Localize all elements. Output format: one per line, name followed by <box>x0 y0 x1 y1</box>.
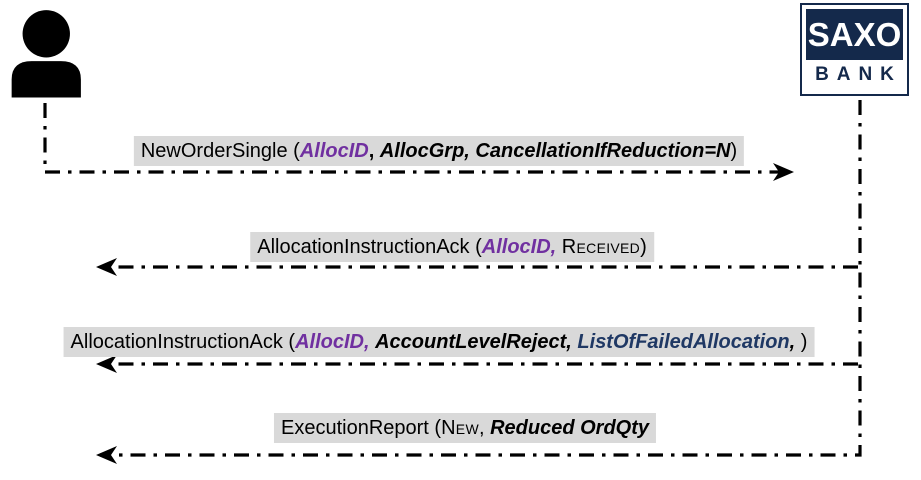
message-text-segment: NewOrderSingle ( <box>140 140 300 162</box>
message-label-new-order-single: NewOrderSingle (AllocID, AllocGrp, Cance… <box>133 136 745 166</box>
message-label-execution-report: ExecutionReport (New, Reduced OrdQty <box>273 413 657 443</box>
message-text-segment: AllocID, <box>295 331 370 353</box>
saxo-bank-logo: SAXO BANK <box>800 3 909 96</box>
message-text-segment: AllocationInstructionAck ( <box>70 331 296 353</box>
message-text-segment: AllocID <box>299 140 369 162</box>
message-text-segment: ) <box>730 140 738 162</box>
message-text-segment: ListOfFailedAllocation <box>577 331 790 353</box>
message-text-segment: , <box>789 331 796 353</box>
person-icon <box>11 10 81 98</box>
message-text-segment: AllocGrp, CancellationIfReduction=N <box>379 140 731 162</box>
message-text-segment: ) <box>640 236 647 258</box>
message-text-segment: AccountLevelReject, <box>375 331 572 353</box>
logo-text-saxo: SAXO <box>806 9 903 61</box>
message-text-segment: AllocationInstructionAck ( <box>257 236 482 258</box>
message-text-segment: ExecutionReport ( <box>280 417 442 439</box>
message-text-segment: New <box>441 417 479 439</box>
message-text-segment: Received <box>561 236 641 258</box>
message-label-allocation-instruction-ack-reject: AllocationInstructionAck (AllocID, Accou… <box>63 327 815 357</box>
client-actor <box>8 6 90 98</box>
message-text-segment: , <box>368 140 380 162</box>
message-text-segment: ) <box>795 331 808 353</box>
message-text-segment: AllocID, <box>481 236 557 258</box>
message-text-segment: , <box>478 417 491 439</box>
arrow-new-order-single <box>43 103 794 181</box>
logo-text-bank: BANK <box>815 64 902 86</box>
message-text-segment: Reduced OrdQty <box>490 417 650 439</box>
bank-lifeline-and-arrow-execution-report <box>96 100 862 464</box>
message-label-allocation-instruction-ack-received: AllocationInstructionAck (AllocID, Recei… <box>250 232 654 262</box>
